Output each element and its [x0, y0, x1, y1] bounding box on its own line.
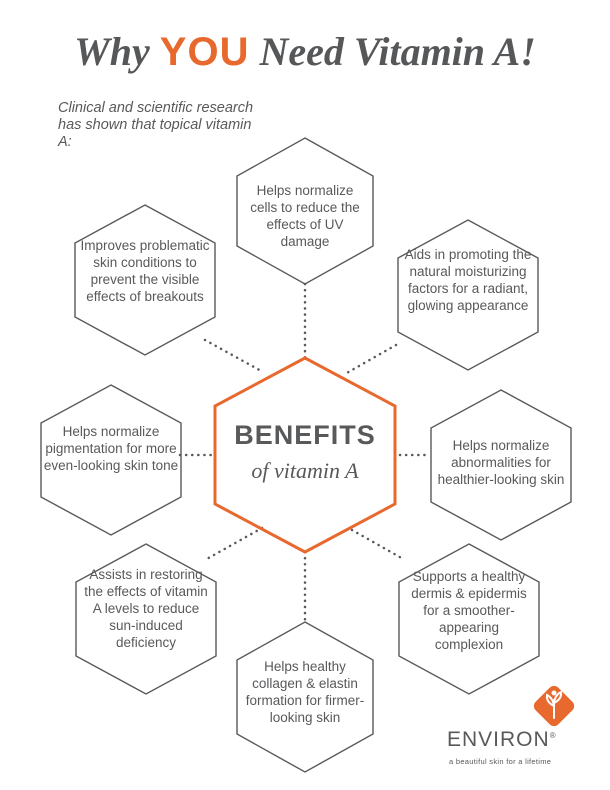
hexagon-top-right [397, 219, 539, 371]
center-title: BENEFITS [234, 420, 376, 450]
connector-top-left [203, 338, 265, 374]
benefit-bottom-left: Assists in restoring the effects of vita… [84, 567, 208, 650]
benefit-right: Helps normalize abnormalities for health… [437, 438, 565, 487]
title-part1: Why [74, 29, 160, 74]
benefit-top-left: Improves problematic skin conditions to … [80, 238, 210, 304]
benefit-left: Helps normalize pigmentation for more ev… [43, 424, 179, 473]
leaf-logo-icon [533, 685, 575, 727]
hexagon-bottom-left [75, 543, 217, 695]
intro-text: Clinical and scientific research has sho… [58, 100, 254, 150]
hexagon-right [430, 389, 572, 541]
brand-name-text: ENVIRON [447, 728, 550, 751]
hexagon-left [40, 384, 182, 536]
center-hexagon [213, 356, 397, 554]
hexagon-bottom [236, 621, 374, 773]
benefit-bottom-right: Supports a healthy dermis & epidermis fo… [411, 569, 527, 652]
center-subtitle: of vitamin A [251, 458, 359, 483]
hexagon-top-left [74, 204, 216, 356]
benefit-bottom: Helps healthy collagen & elastin formati… [245, 659, 365, 725]
connector-top-right [343, 343, 398, 376]
brand-name: ENVIRON® [447, 728, 557, 752]
hexagon-top [236, 137, 374, 285]
benefit-top: Helps normalize cells to reduce the effe… [250, 183, 360, 249]
connector-bottom-left [203, 526, 264, 562]
brand-mark: ® [549, 731, 557, 740]
title-highlight: YOU [159, 30, 250, 74]
brand-tagline: a beautiful skin for a lifetime [449, 757, 552, 766]
connector-bottom-right [350, 528, 407, 562]
hexagon-bottom-right [398, 543, 540, 695]
page-title: Why YOU Need Vitamin A! [0, 28, 610, 75]
benefit-top-right: Aids in promoting the natural moisturizi… [404, 247, 532, 313]
title-part2: Need Vitamin A! [249, 29, 536, 74]
